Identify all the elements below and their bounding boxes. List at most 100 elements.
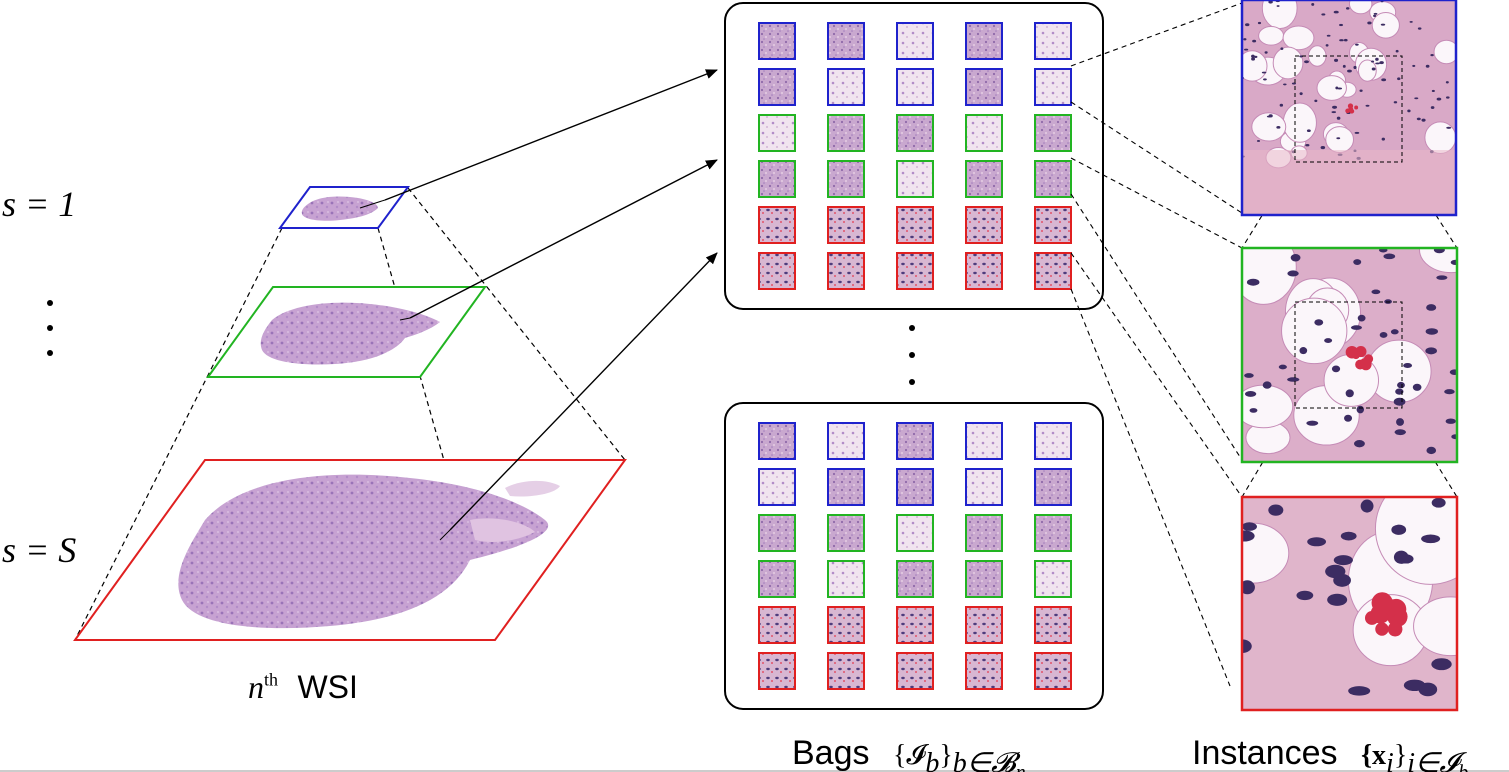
nucleus	[1268, 0, 1273, 4]
bag-patch-blue	[965, 422, 1003, 460]
nucleus	[1290, 253, 1301, 262]
zoom-region-low	[1294, 55, 1403, 163]
nucleus	[1331, 111, 1337, 114]
bag-patch-red	[758, 206, 796, 244]
bag-patch-red	[1034, 606, 1072, 644]
nucleus	[1283, 83, 1287, 86]
bag-box-bottom	[724, 402, 1104, 710]
nucleus	[1436, 275, 1448, 280]
bag-patch-blue	[1034, 22, 1072, 60]
nucleus	[1426, 304, 1437, 311]
fat-cell	[1418, 248, 1457, 274]
instance-frame-low	[1240, 0, 1458, 217]
wsi-tissue-high	[178, 474, 549, 629]
instances-sub3: b	[1458, 762, 1468, 772]
bags-set: {𝓘	[892, 740, 926, 771]
nucleus	[1278, 364, 1287, 370]
vertical-ellipsis-icon	[46, 300, 54, 360]
nucleus	[1397, 381, 1405, 389]
instances-set: {x	[1360, 740, 1387, 771]
red-blood-cell	[1360, 358, 1372, 371]
bag-patch-blue	[1034, 422, 1072, 460]
bag-patch-red	[827, 606, 865, 644]
nucleus	[1337, 87, 1343, 90]
red-blood-cell	[1387, 621, 1403, 637]
nucleus	[1264, 51, 1268, 54]
bag-patch-blue	[965, 468, 1003, 506]
nucleus	[1242, 580, 1255, 595]
red-blood-cell	[1351, 350, 1361, 360]
wsi-tissue-mid	[260, 302, 440, 365]
nucleus	[1398, 554, 1414, 564]
nucleus	[1339, 23, 1343, 27]
bag-patch-green	[1034, 514, 1072, 552]
nucleus	[1395, 388, 1404, 395]
nucleus	[1350, 325, 1362, 330]
nucleus	[1336, 116, 1341, 120]
bag-patch-blue	[827, 22, 865, 60]
nucleus	[1431, 497, 1446, 508]
nucleus	[1306, 420, 1319, 426]
arrow-icon	[384, 69, 718, 201]
bag-patch-red	[758, 252, 796, 290]
bag-patch-red	[896, 252, 934, 290]
fat-cell	[1424, 121, 1456, 154]
scale-arrows	[384, 69, 718, 531]
connector-line	[1070, 193, 1243, 461]
nucleus	[1331, 365, 1341, 373]
instances-sub: i	[1386, 747, 1394, 772]
instances-caption: Instances {xi}i∈𝓘b	[1192, 736, 1468, 772]
fat-cell	[1374, 497, 1457, 585]
scale-label-bottom: s = S	[2, 532, 76, 568]
nucleus	[1280, 47, 1284, 50]
bag-patch-green	[965, 160, 1003, 198]
bag-patch-green	[965, 560, 1003, 598]
nucleus	[1333, 10, 1339, 14]
nucleus	[1254, 55, 1258, 59]
wsi-superscript: th	[264, 669, 279, 690]
nucleus	[1417, 27, 1422, 30]
fat-cell	[1348, 0, 1373, 15]
fat-cell	[1357, 59, 1377, 82]
nucleus	[1394, 429, 1406, 436]
fat-cell	[1325, 126, 1355, 154]
pyramid-guide-line	[407, 187, 626, 461]
bag-patch-blue	[965, 68, 1003, 106]
nucleus	[1327, 593, 1348, 606]
nucleus	[1367, 21, 1372, 25]
scale-label-top-text: s = 1	[2, 184, 77, 224]
nucleus	[1339, 39, 1344, 42]
connector-line	[1241, 161, 1296, 249]
nucleus	[1412, 383, 1422, 391]
bag-patch-red	[1034, 652, 1072, 690]
nucleus	[1342, 64, 1346, 68]
nucleus	[1304, 60, 1309, 64]
instance-image-low	[1242, 0, 1456, 215]
bag-patch-blue	[758, 68, 796, 106]
bag-patch-green	[896, 114, 934, 152]
bag-patch-green	[896, 560, 934, 598]
bag-patch-red	[965, 606, 1003, 644]
nucleus	[1445, 81, 1449, 84]
bag-patch-red	[896, 652, 934, 690]
nucleus	[1251, 57, 1256, 61]
bag-patch-grid-top	[758, 22, 1072, 290]
nucleus	[1261, 71, 1267, 74]
nucleus	[1336, 137, 1341, 140]
connector-line	[1070, 101, 1243, 214]
nucleus	[1246, 278, 1260, 286]
nucleus	[1326, 34, 1331, 37]
bag-patch-blue	[896, 22, 934, 60]
nucleus	[1251, 54, 1255, 58]
bag-patch-blue	[1034, 468, 1072, 506]
nucleus	[1425, 347, 1437, 355]
connector-line	[1070, 252, 1243, 498]
bag-patch-green	[965, 514, 1003, 552]
fat-cell	[1282, 102, 1317, 143]
wsi-word: WSI	[297, 669, 358, 705]
nucleus	[1365, 104, 1370, 107]
nucleus	[1396, 418, 1404, 426]
nucleus	[1354, 439, 1365, 448]
fat-cell	[1281, 297, 1348, 365]
